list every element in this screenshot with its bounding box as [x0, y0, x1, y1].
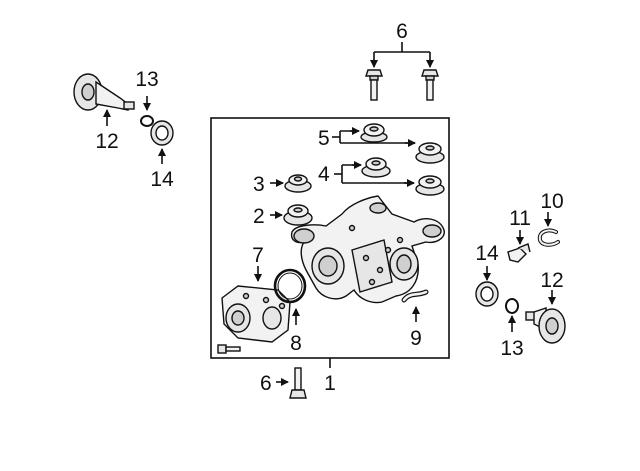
bracket-part-11 — [507, 243, 531, 263]
callout-13-left: 13 — [135, 68, 158, 91]
callout-13-right: 13 — [500, 337, 523, 360]
mount-part-5a — [360, 123, 388, 143]
callout-4: 4 — [318, 163, 330, 186]
ring-part-13-right — [505, 298, 519, 314]
mount-part-4b — [415, 175, 445, 196]
mount-part-3 — [284, 174, 312, 193]
callout-9: 9 — [410, 327, 422, 350]
leader-6-top — [373, 42, 431, 66]
callout-10: 10 — [540, 190, 563, 213]
callout-11: 11 — [509, 207, 531, 230]
mount-part-4a — [361, 157, 391, 178]
callout-12-left: 12 — [95, 130, 118, 153]
o-ring-inner-8 — [277, 272, 303, 300]
callout-2: 2 — [253, 205, 265, 228]
ring-part-13-left — [140, 115, 154, 127]
coupling-unit-part-7 — [221, 285, 291, 343]
callout-6-top: 6 — [396, 20, 408, 43]
callout-14-left: 14 — [150, 168, 174, 191]
mount-part-5b — [415, 142, 445, 164]
callout-7: 7 — [252, 244, 264, 267]
seal-part-14-left — [150, 120, 174, 146]
callout-6-bottom: 6 — [260, 372, 272, 395]
o-ring-part-8 — [273, 268, 307, 304]
axle-shaft-part-12-left — [73, 73, 135, 111]
axle-shaft-part-12-right — [525, 307, 566, 344]
bolt-part-top-right — [421, 69, 439, 101]
bolt-part-top-left — [365, 69, 383, 101]
callout-8: 8 — [290, 332, 302, 355]
callout-3: 3 — [253, 173, 265, 196]
differential-housing — [290, 195, 445, 304]
mount-part-2 — [283, 204, 313, 226]
callout-1: 1 — [324, 372, 336, 395]
callout-5: 5 — [318, 127, 330, 150]
seal-part-14-right — [475, 281, 499, 307]
bolt-part-bottom — [289, 367, 307, 399]
callout-14-right: 14 — [475, 242, 499, 265]
bolt-part-coupling — [217, 344, 241, 354]
callout-12-right: 12 — [540, 269, 563, 292]
